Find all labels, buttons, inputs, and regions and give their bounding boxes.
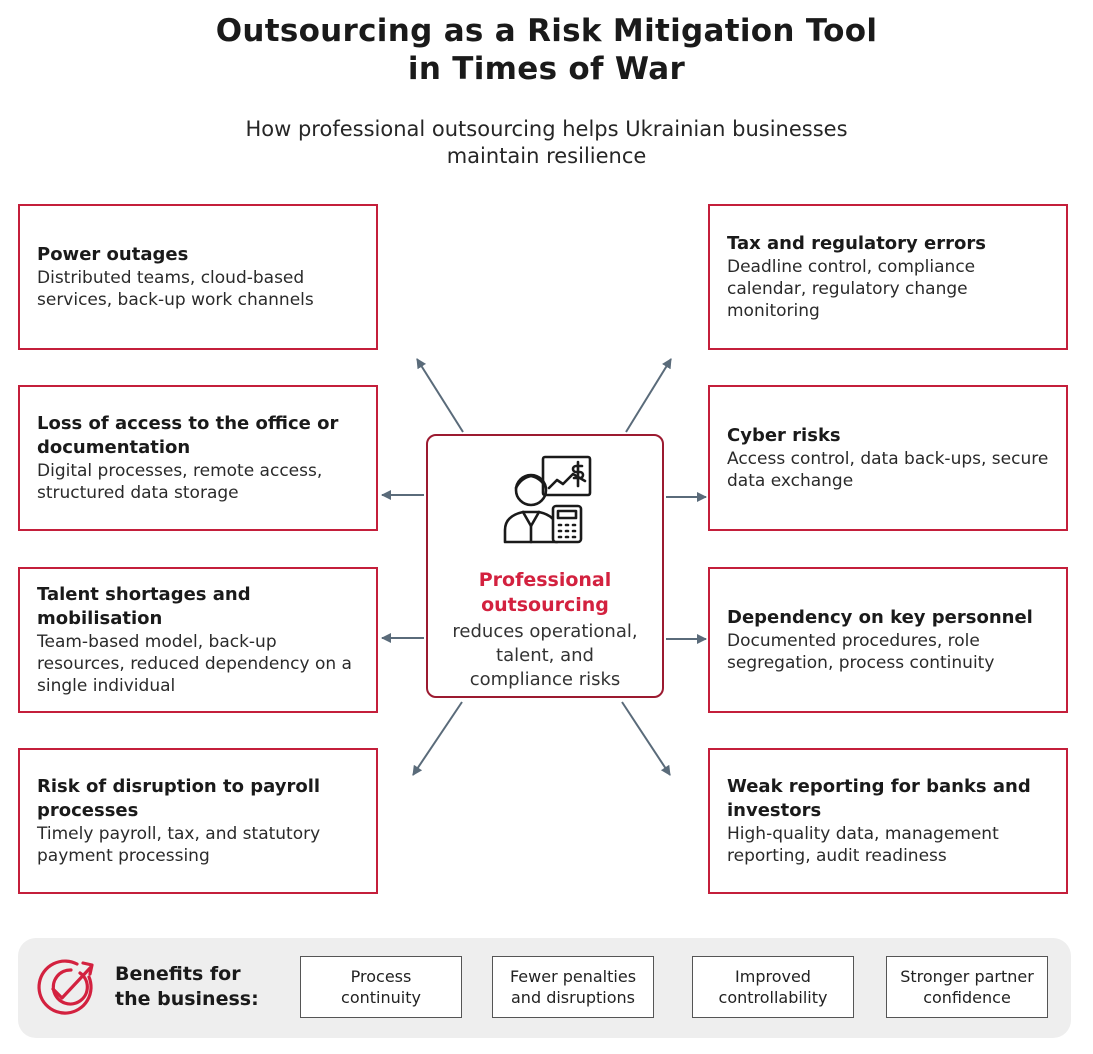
benefit-partner-confidence: Stronger partner confidence <box>886 956 1048 1018</box>
risk-description: Digital processes, remote access, struct… <box>37 461 323 503</box>
subtitle-line-2: maintain resilience <box>446 144 647 168</box>
risk-description: Access control, data back-ups, secure da… <box>727 449 1049 491</box>
risk-heading: Tax and regulatory errors <box>727 233 986 254</box>
benefit-line-1: Stronger partner <box>900 967 1034 986</box>
risk-card-reporting: Weak reporting for banks and investors H… <box>708 748 1068 894</box>
risk-card-power-outages: Power outages Distributed teams, cloud-b… <box>18 204 378 350</box>
risk-card-cyber-risks: Cyber risks Access control, data back-up… <box>708 385 1068 531</box>
risk-card-office-access: Loss of access to the office or document… <box>18 385 378 531</box>
benefit-line-1: Fewer penalties <box>509 967 637 986</box>
center-desc-line-1: reduces operational, <box>452 621 638 642</box>
benefits-label-line-1: Benefits for <box>115 963 241 985</box>
title-line-2: in Times of War <box>407 51 686 87</box>
risk-description: Distributed teams, cloud-based services,… <box>37 268 314 310</box>
center-description: reduces operational, talent, and complia… <box>428 620 662 692</box>
risk-heading: Loss of access to the office or document… <box>37 413 339 458</box>
subtitle-line-1: How professional outsourcing helps Ukrai… <box>245 117 848 141</box>
risk-card-key-personnel: Dependency on key personnel Documented p… <box>708 567 1068 713</box>
risk-description: High-quality data, management reporting,… <box>727 824 999 866</box>
risk-description: Deadline control, compliance calendar, r… <box>727 257 976 321</box>
arrow-to-power-outages <box>416 358 464 433</box>
benefit-improved-controllability: Improved controllability <box>692 956 854 1018</box>
page-title: Outsourcing as a Risk Mitigation Tool in… <box>0 12 1093 88</box>
risk-heading: Talent shortages and mobilisation <box>37 584 251 629</box>
page-subtitle: How professional outsourcing helps Ukrai… <box>0 116 1093 170</box>
benefit-line-2: continuity <box>341 988 421 1007</box>
risk-card-tax-errors: Tax and regulatory errors Deadline contr… <box>708 204 1068 350</box>
arrow-to-payroll <box>412 701 463 776</box>
benefit-fewer-penalties: Fewer penalties and disruptions <box>492 956 654 1018</box>
benefits-bar: Benefits for the business: Process conti… <box>18 938 1071 1038</box>
center-heading-line-1: Professional <box>478 569 612 591</box>
benefit-line-2: confidence <box>923 988 1011 1007</box>
risk-heading: Risk of disruption to payroll processes <box>37 776 321 821</box>
benefit-line-2: controllability <box>718 988 828 1007</box>
risk-description: Team-based model, back-up resources, red… <box>37 632 352 696</box>
center-desc-line-3: compliance risks <box>469 669 621 690</box>
arrow-to-reporting <box>621 701 671 776</box>
center-hub: Professional outsourcing reduces operati… <box>426 434 664 698</box>
benefit-line-1: Improved <box>735 967 811 986</box>
circular-check-icon <box>37 959 94 1015</box>
risk-card-payroll: Risk of disruption to payroll processes … <box>18 748 378 894</box>
center-heading: Professional outsourcing <box>428 568 662 618</box>
center-heading-line-2: outsourcing <box>481 594 609 616</box>
risk-card-talent-shortages: Talent shortages and mobilisation Team-b… <box>18 567 378 713</box>
arrow-to-tax-errors <box>625 358 672 433</box>
benefits-label: Benefits for the business: <box>115 962 259 1012</box>
center-desc-line-2: talent, and <box>496 645 594 666</box>
accountant-chart-calculator-icon <box>503 455 592 544</box>
risk-heading: Weak reporting for banks and investors <box>727 776 1031 821</box>
risk-heading: Cyber risks <box>727 425 841 446</box>
benefit-process-continuity: Process continuity <box>300 956 462 1018</box>
risk-heading: Power outages <box>37 244 189 265</box>
risk-heading: Dependency on key personnel <box>727 607 1033 628</box>
benefit-line-1: Process <box>350 967 412 986</box>
risk-description: Timely payroll, tax, and statutory payme… <box>37 824 321 866</box>
benefits-label-line-2: the business: <box>115 988 259 1010</box>
title-line-1: Outsourcing as a Risk Mitigation Tool <box>215 13 878 49</box>
benefit-line-2: and disruptions <box>511 988 635 1007</box>
risk-description: Documented procedures, role segregation,… <box>727 631 995 673</box>
